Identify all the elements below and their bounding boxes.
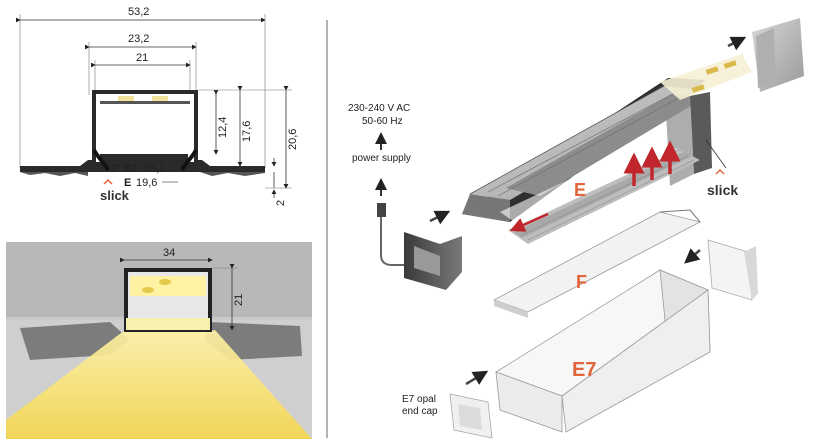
- led-chip-icon: [118, 96, 134, 102]
- slick-logo-icon: [715, 168, 725, 175]
- power-cable: [380, 217, 418, 266]
- led-chip-icon: [152, 96, 168, 102]
- dim-flange: 2: [275, 200, 287, 206]
- power-supply-label: power supply: [352, 153, 411, 164]
- dim-outer-width: 23,2: [128, 33, 149, 45]
- arrow-icon: [429, 210, 451, 225]
- label-e7: E7: [124, 163, 137, 175]
- dim-overall-width: 53,2: [128, 6, 149, 18]
- part-label-e7: E7: [572, 359, 596, 381]
- voltage-line-2: 50-60 Hz: [362, 116, 403, 127]
- dim-inner-width: 21: [136, 52, 148, 64]
- dim-render-height: 21: [233, 294, 245, 306]
- arrow-icon: [684, 248, 701, 264]
- dim-total-height: 20,6: [287, 129, 299, 150]
- opal-end-cap-right: [707, 239, 753, 301]
- exploded-view: 230-240 V AC 50-60 Hz power supply: [348, 18, 804, 439]
- slick-logo-icon: [103, 178, 113, 185]
- arrow-icon: [727, 36, 747, 51]
- value-f-e7: 16,1: [144, 163, 165, 175]
- arrow-icon: [465, 370, 489, 386]
- label-f: F: [112, 163, 119, 175]
- brand-slick-exploded: slick: [707, 182, 738, 198]
- part-label-f: F: [576, 272, 587, 292]
- label-e: E: [124, 177, 131, 189]
- dim-render-width: 34: [163, 247, 175, 259]
- end-cap-label-1: E7 opal: [402, 394, 436, 405]
- brand-slick: slick: [100, 188, 130, 203]
- value-e: 19,6: [136, 177, 157, 189]
- voltage-line-1: 230-240 V AC: [348, 103, 410, 114]
- dim-mid-height: 17,6: [241, 121, 253, 142]
- installation-render: 34 21: [6, 242, 312, 439]
- part-label-e: E: [574, 180, 586, 200]
- end-cap-label-2: end cap: [402, 406, 438, 417]
- arrow-left-red-icon: [509, 212, 549, 232]
- cross-section-drawing: 53,2 23,2 21 F E7 16,1 E 19,6 sli: [16, 6, 299, 206]
- light-beam: [6, 330, 312, 439]
- dim-inner-height: 12,4: [217, 117, 229, 138]
